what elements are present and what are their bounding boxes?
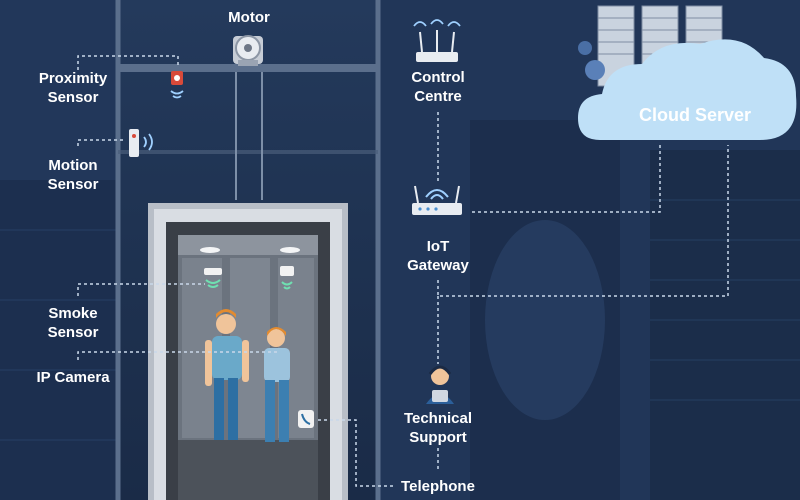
proximity-sensor-icon [170,71,184,99]
smoke-sensor-icon [204,268,222,288]
ip-camera-label: IP Camera [36,369,110,386]
telephone-icon [298,410,314,428]
motor-label: Motor [228,9,270,26]
gateway-icon [412,185,462,215]
support-agent-icon [426,365,454,404]
cloud-server-label: Cloud Server [638,105,752,125]
telephone-label: Telephone [401,478,475,495]
person-woman [264,327,290,442]
cloud-shape [578,39,797,141]
ip-camera-icon [280,266,294,290]
motion-sensor-icon [129,129,153,157]
router-icon [413,19,461,62]
